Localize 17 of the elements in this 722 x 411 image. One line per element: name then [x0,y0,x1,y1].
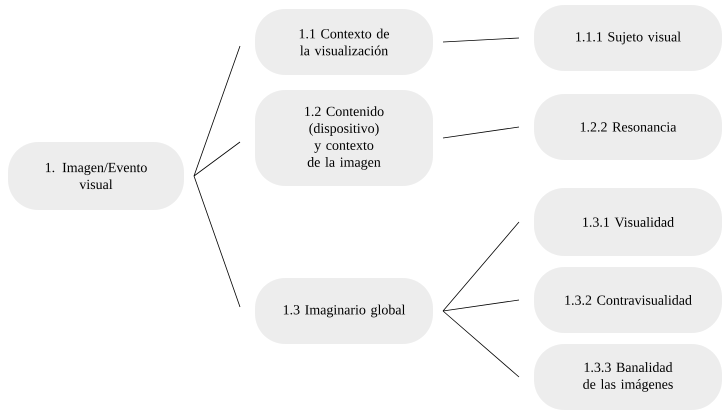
connector-line [194,176,240,308]
rounded-box: 1.3.1 Visualidad [534,188,722,256]
connector-line [442,300,520,312]
rounded-box: 1.1.1 Sujeto visual [534,5,722,71]
rounded-box: 1.2.2 Resonancia [534,94,722,160]
connector-line [442,310,520,378]
rounded-box: 1.1 Contexto de la visualización [255,9,433,75]
connector-line [194,46,240,176]
connector-line [442,126,520,138]
rounded-box: 1.2 Contenido (dispositivo) y contexto de la imagen [255,90,433,186]
rounded-box: 1.3 Imaginario global [255,278,433,344]
rounded-box: 1.3.2 Contravisualidad [534,267,722,333]
connector-line [442,38,520,42]
rounded-box: 1. Imagen/Evento visual [8,142,184,210]
connector-line [194,142,240,176]
connector-line [442,222,520,312]
rounded-box: 1.3.3 Banalidad de las imágenes [534,344,722,410]
